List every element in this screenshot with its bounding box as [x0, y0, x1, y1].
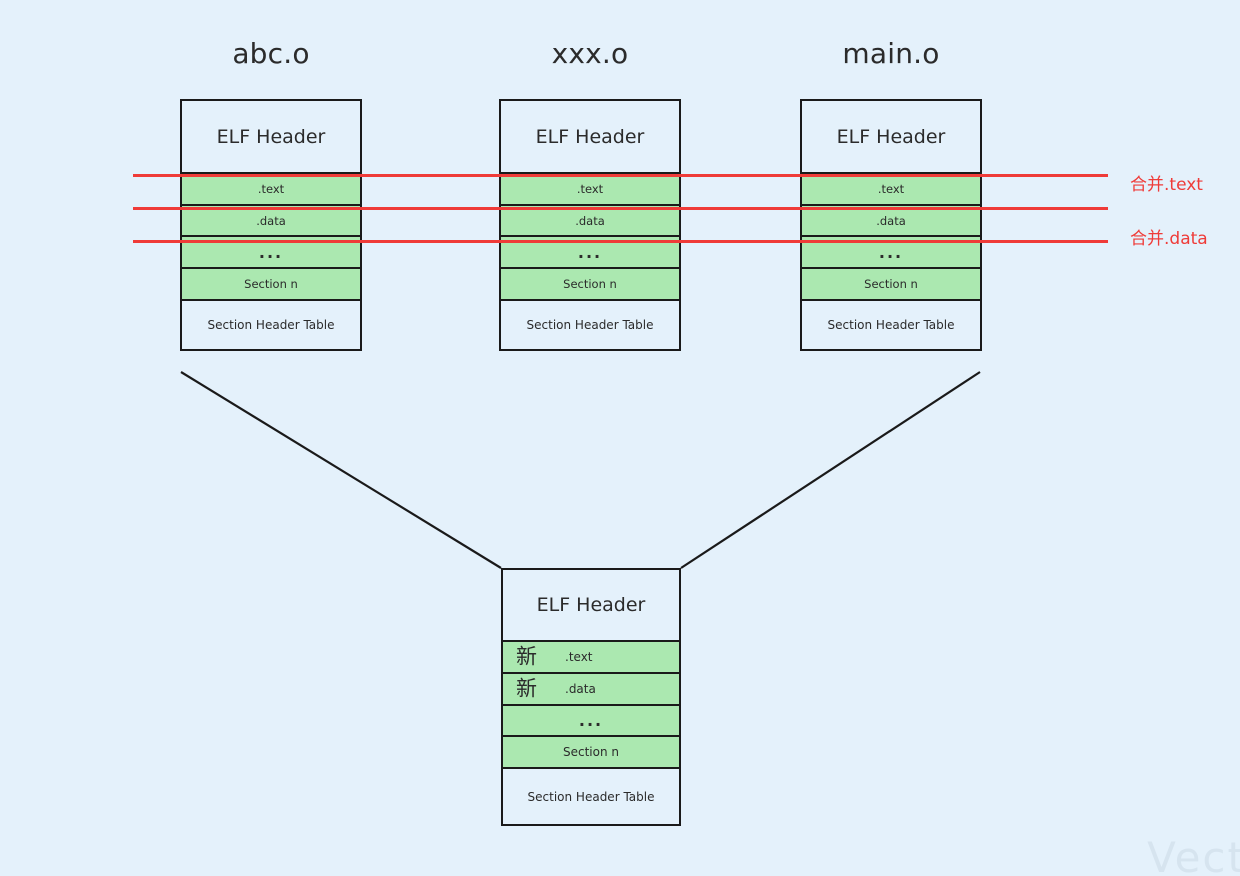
new-badge: 新	[516, 676, 537, 701]
merge-line-text	[133, 174, 1108, 177]
output-file-merged: ELF Header 新 .text 新 .data ... Section n…	[501, 568, 681, 827]
merge-line-data	[133, 240, 1108, 243]
merge-line-middle	[133, 207, 1108, 210]
object-file-title: main.o	[842, 37, 940, 70]
link-line-right	[680, 371, 981, 569]
watermark: Vect	[1147, 833, 1240, 876]
merged-section-text-cell: 新 .text	[501, 639, 681, 674]
section-n-cell: Section n	[180, 267, 362, 302]
section-n-cell: Section n	[800, 267, 982, 302]
elf-layout: ELF Header .text .data ... Section n Sec…	[180, 99, 362, 352]
link-line-left	[180, 371, 502, 569]
elf-layout: ELF Header .text .data ... Section n Sec…	[499, 99, 681, 352]
object-file-title: xxx.o	[551, 37, 629, 70]
section-header-table-cell: Section Header Table	[499, 299, 681, 352]
elf-header-cell: ELF Header	[800, 99, 982, 174]
section-n-cell: Section n	[499, 267, 681, 302]
elf-header-cell: ELF Header	[501, 568, 681, 642]
elf-layout: ELF Header .text .data ... Section n Sec…	[800, 99, 982, 352]
merge-label-data: 合并.data	[1130, 229, 1208, 249]
merge-label-text: 合并.text	[1130, 175, 1203, 195]
merged-section-data-cell: 新 .data	[501, 671, 681, 706]
section-ellipsis-cell: ...	[501, 703, 681, 738]
merged-section-data-label: .data	[565, 681, 596, 696]
section-header-table-cell: Section Header Table	[501, 767, 681, 827]
elf-header-cell: ELF Header	[499, 99, 681, 174]
object-file-title: abc.o	[232, 37, 310, 70]
section-n-cell: Section n	[501, 735, 681, 770]
section-header-table-cell: Section Header Table	[180, 299, 362, 352]
elf-header-cell: ELF Header	[180, 99, 362, 174]
merged-section-text-label: .text	[565, 649, 593, 664]
new-badge: 新	[516, 644, 537, 669]
section-header-table-cell: Section Header Table	[800, 299, 982, 352]
